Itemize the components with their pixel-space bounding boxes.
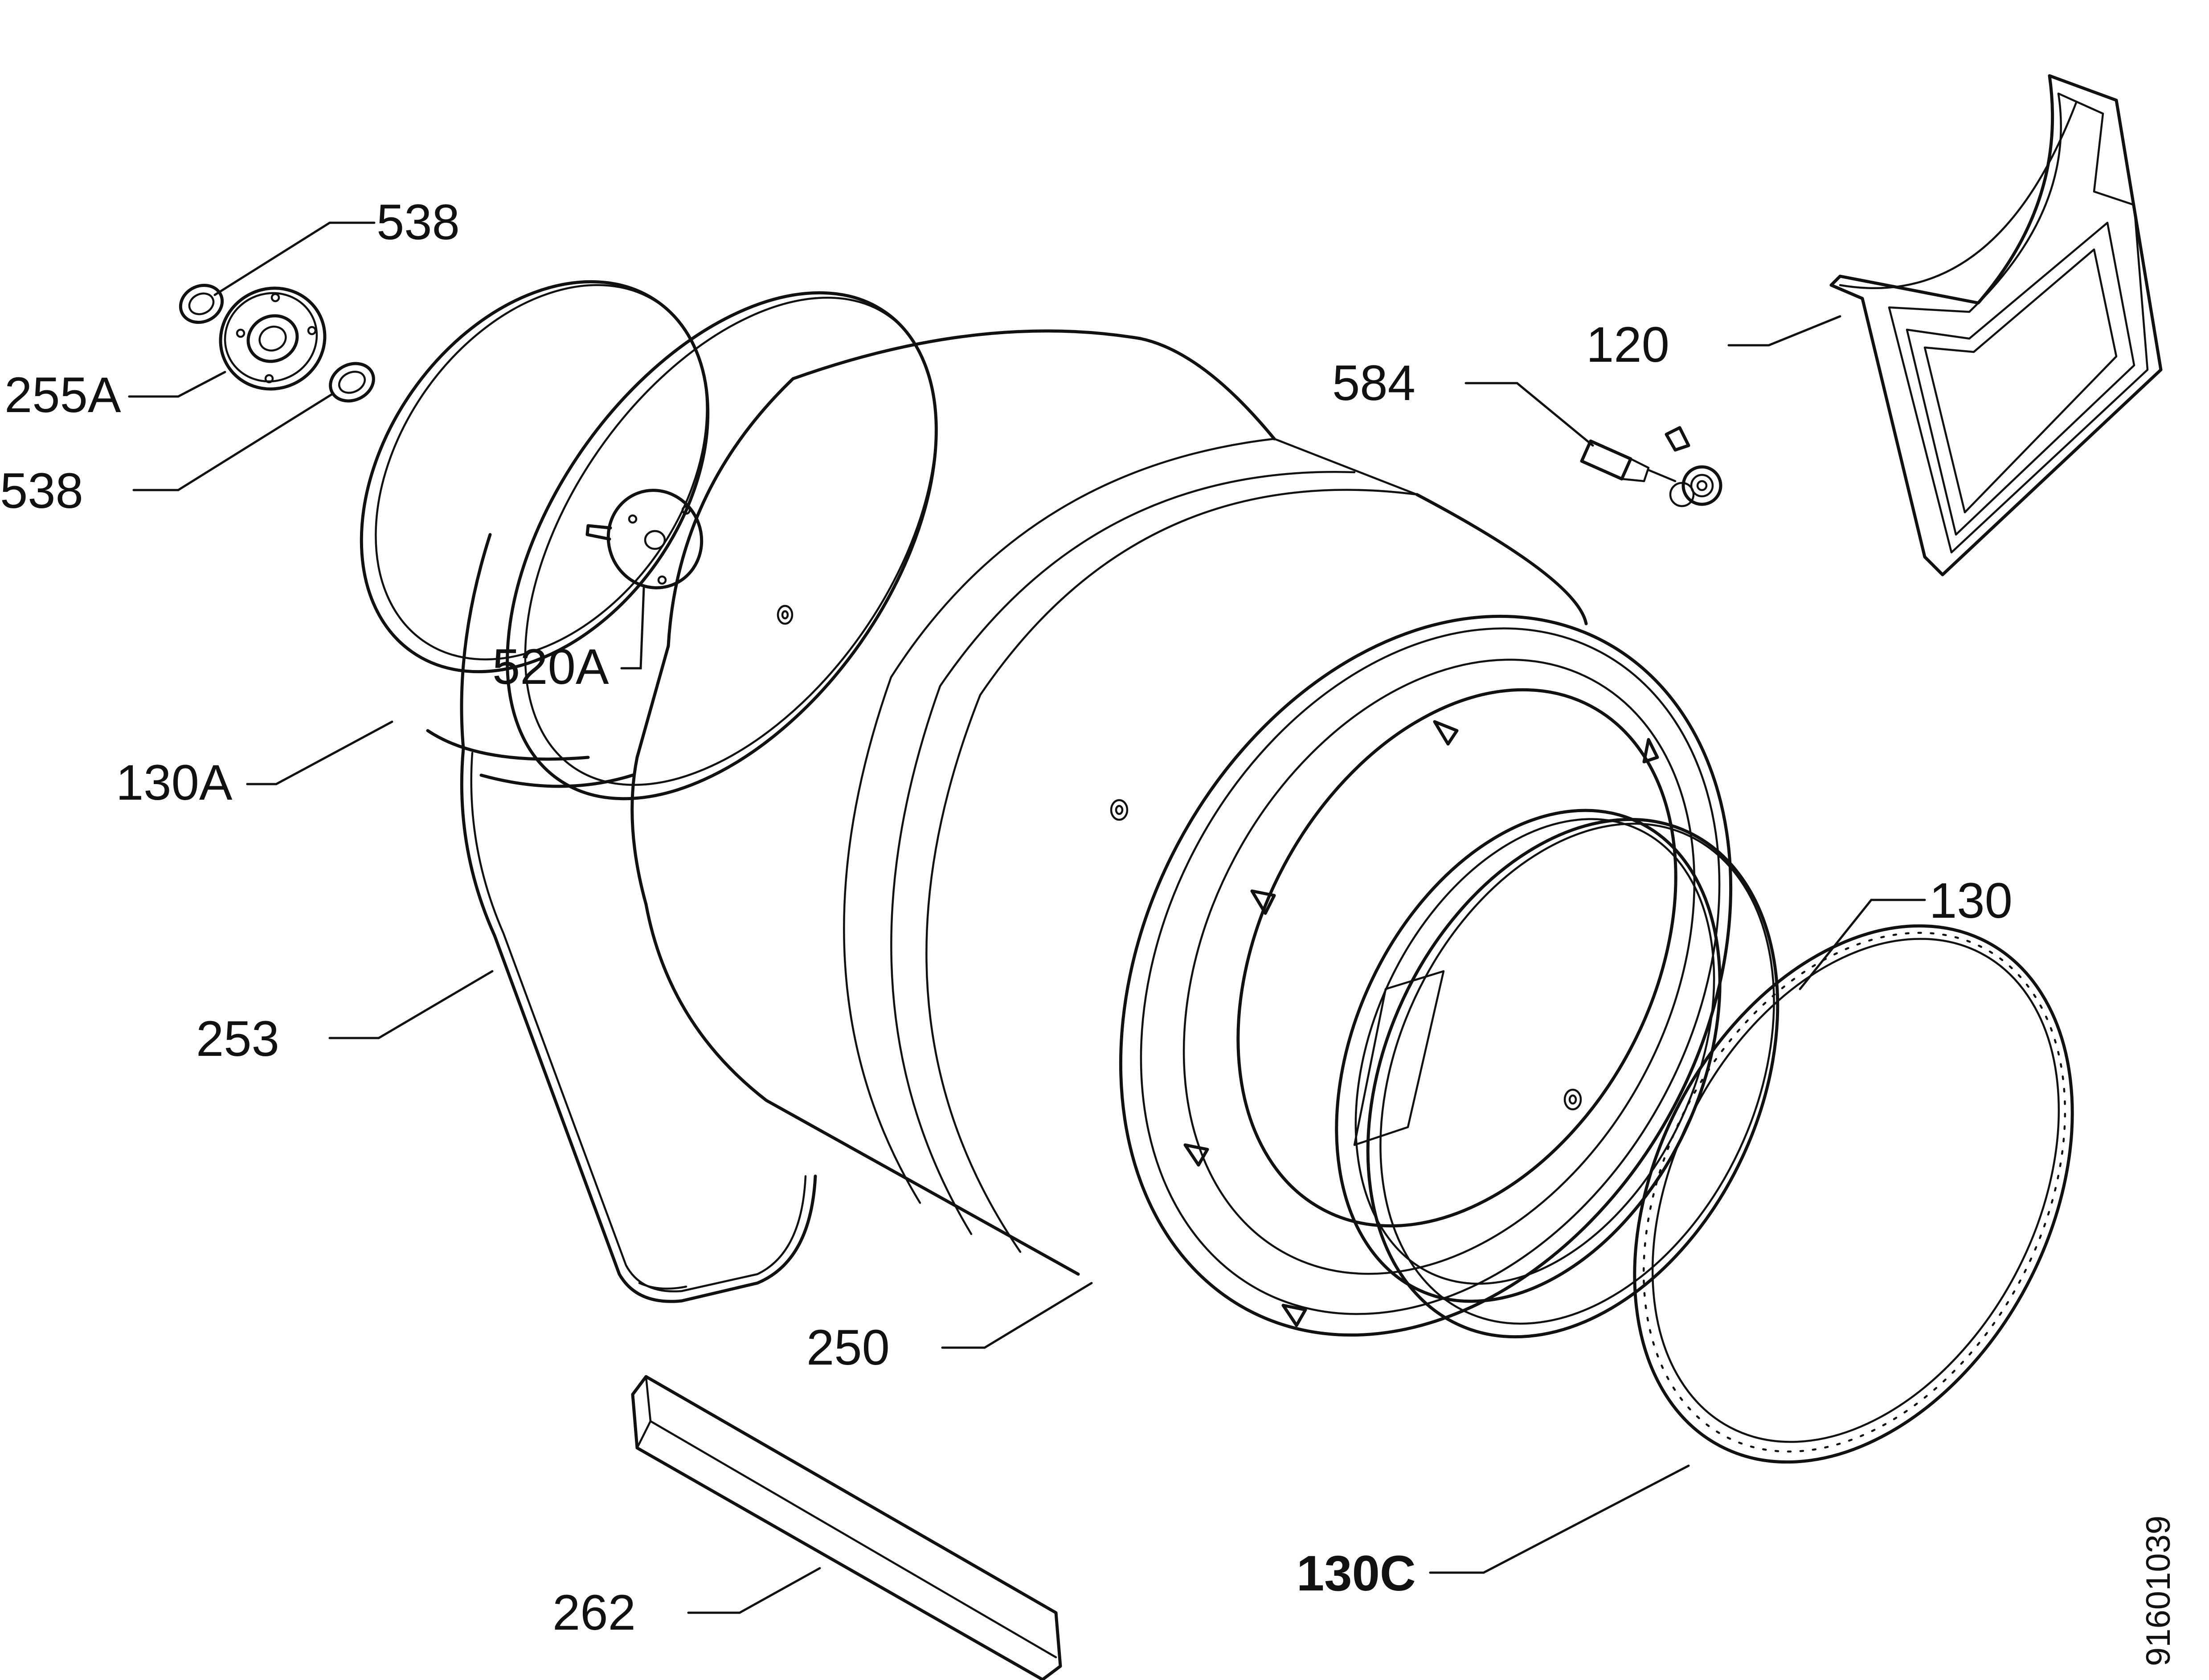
leader-lines — [128, 221, 1926, 1614]
leader-262 — [687, 1567, 821, 1614]
label-520a: 520A — [492, 639, 609, 695]
filter-frame-120 — [1829, 74, 2163, 576]
leader-520a — [620, 587, 645, 670]
label-538-bottom: 538 — [0, 463, 83, 519]
support-strip-262 — [631, 1375, 1062, 1680]
leader-250 — [941, 1282, 1093, 1349]
drum-front-flange — [1119, 614, 1733, 1337]
label-584: 584 — [1332, 355, 1415, 411]
bearing-washer-top — [179, 283, 224, 324]
leader-120 — [1727, 315, 1841, 347]
bearing-washer-bottom — [329, 362, 375, 403]
leader-538-top — [213, 221, 376, 296]
label-538-top: 538 — [376, 194, 460, 250]
label-120: 120 — [1586, 317, 1669, 372]
label-130: 130 — [1929, 873, 2013, 928]
leader-538-bottom — [132, 393, 333, 491]
temperature-sensor-584 — [1580, 426, 1722, 507]
leader-130a — [246, 720, 393, 785]
leader-130c — [1429, 1464, 1690, 1574]
label-253: 253 — [196, 1011, 279, 1067]
front-drum-seal-130 — [1366, 818, 1779, 1339]
label-130a: 130A — [116, 755, 233, 810]
drum-shaft-520a — [585, 489, 704, 589]
felt-ring-130c — [1633, 924, 2074, 1464]
label-262: 262 — [552, 1585, 636, 1640]
drive-belt-253 — [460, 533, 817, 1303]
bearing-bracket — [219, 286, 327, 391]
drum-250 — [630, 329, 1588, 1276]
callout-labels: 538 255A 538 520A 130A 253 250 262 584 1… — [0, 194, 2013, 1640]
rear-drum-end — [479, 291, 938, 801]
document-number: 91601039 — [2139, 1516, 2177, 1666]
label-130c: 130C — [1297, 1545, 1416, 1601]
leader-253 — [328, 970, 494, 1039]
label-255a: 255A — [4, 367, 121, 423]
rear-drum-seal-130a — [360, 280, 710, 761]
leader-255a — [128, 371, 226, 398]
leader-584 — [1464, 382, 1594, 447]
label-250: 250 — [806, 1320, 890, 1375]
leader-130 — [1799, 899, 1926, 990]
